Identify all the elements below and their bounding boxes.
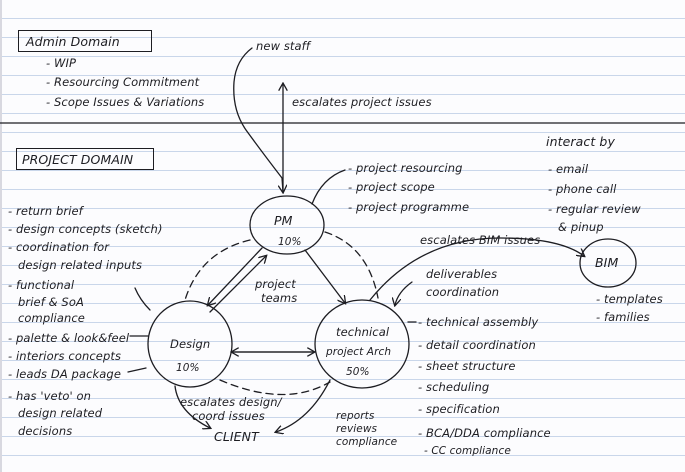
- left-item: design related inputs: [18, 258, 143, 272]
- left-item: - interiors concepts: [8, 349, 122, 363]
- left-pointer-1: [134, 287, 151, 311]
- interact-title: interact by: [546, 134, 615, 149]
- client-escalates-label: coord issues: [192, 409, 265, 423]
- left-item: design related: [18, 406, 103, 420]
- pm-item: - project scope: [348, 180, 435, 194]
- deliverables-label: deliverables: [426, 267, 498, 281]
- bim-item: - families: [596, 310, 650, 324]
- teams-label: project: [255, 277, 296, 291]
- technical-client-arrow: [276, 379, 331, 432]
- bim-escalates-label: escalates BIM issues: [420, 233, 541, 247]
- escalates-project-label: escalates project issues: [292, 95, 432, 109]
- technical-label: technical: [336, 325, 390, 339]
- bim-label: BIM: [595, 255, 619, 270]
- interact-item: - email: [548, 162, 589, 176]
- pm-percent: 10%: [278, 236, 302, 248]
- left-item: - palette & look&feel: [8, 331, 130, 345]
- pm-label: PM: [274, 213, 293, 228]
- teams-loop-right: [324, 231, 379, 299]
- admin-domain-box: [18, 30, 152, 52]
- technical-percent: 50%: [346, 366, 370, 378]
- design-client-arrow: [174, 385, 210, 428]
- design-pm-arrow: [209, 256, 266, 313]
- interact-item: & pinup: [558, 220, 604, 234]
- interact-item: - regular review: [548, 202, 641, 216]
- project-domain-box: [16, 148, 154, 170]
- left-item: brief & SoA: [18, 295, 84, 309]
- client-reports-label: compliance: [336, 436, 398, 448]
- left-item: - coordination for: [8, 240, 110, 254]
- teams-loop-left: [184, 239, 251, 301]
- left-item: - leads DA package: [8, 367, 121, 381]
- technical-circle: [314, 299, 410, 389]
- pm-design-arrow: [208, 247, 263, 305]
- teams-label: teams: [261, 291, 298, 305]
- design-circle: [147, 300, 233, 388]
- client-escalates-label: escalates design/: [180, 395, 282, 409]
- pm-circle: [249, 195, 325, 255]
- admin-item: - Resourcing Commitment: [46, 75, 200, 89]
- left-item: - return brief: [8, 204, 83, 218]
- technical-item: - specification: [418, 402, 500, 416]
- pm-item: - project resourcing: [348, 161, 463, 175]
- admin-domain-title: Admin Domain: [26, 34, 120, 49]
- admin-item: - Scope Issues & Variations: [46, 95, 205, 109]
- bim-item: - templates: [596, 292, 663, 306]
- new-staff-arrow: [233, 47, 283, 192]
- deliverables-arrow: [395, 281, 413, 305]
- pm-technical-arrow: [304, 249, 345, 303]
- left-item: - design concepts (sketch): [8, 222, 163, 236]
- technical-item: - detail coordination: [418, 338, 536, 352]
- technical-bim-arrow: [369, 237, 584, 301]
- project-domain-title: PROJECT DOMAIN: [22, 152, 134, 167]
- new-staff-label: new staff: [256, 39, 310, 53]
- design-label: Design: [170, 337, 211, 351]
- pm-items-line: [311, 169, 346, 205]
- left-item: - functional: [8, 278, 75, 292]
- client-label: CLIENT: [214, 429, 259, 444]
- pm-item: - project programme: [348, 200, 470, 214]
- left-item: - has 'veto' on: [8, 389, 92, 403]
- interact-item: - phone call: [548, 182, 617, 196]
- bim-circle: [579, 238, 637, 288]
- technical-item: - scheduling: [418, 380, 490, 394]
- technical-item: - BCA/DDA compliance: [418, 426, 551, 440]
- technical-item: - CC compliance: [424, 445, 511, 457]
- technical-sub: project Arch: [326, 346, 392, 358]
- design-percent: 10%: [176, 362, 200, 374]
- technical-item: - technical assembly: [418, 315, 539, 329]
- left-pointer-3: [127, 367, 147, 373]
- technical-item: - sheet structure: [418, 359, 516, 373]
- left-item: compliance: [18, 311, 85, 325]
- left-item: decisions: [18, 424, 73, 438]
- client-reports-label: reports: [336, 410, 375, 422]
- client-reports-label: reviews: [336, 423, 378, 435]
- deliverables-label: coordination: [426, 285, 500, 299]
- teams-loop-bottom: [219, 379, 331, 396]
- admin-item: - WIP: [46, 56, 77, 70]
